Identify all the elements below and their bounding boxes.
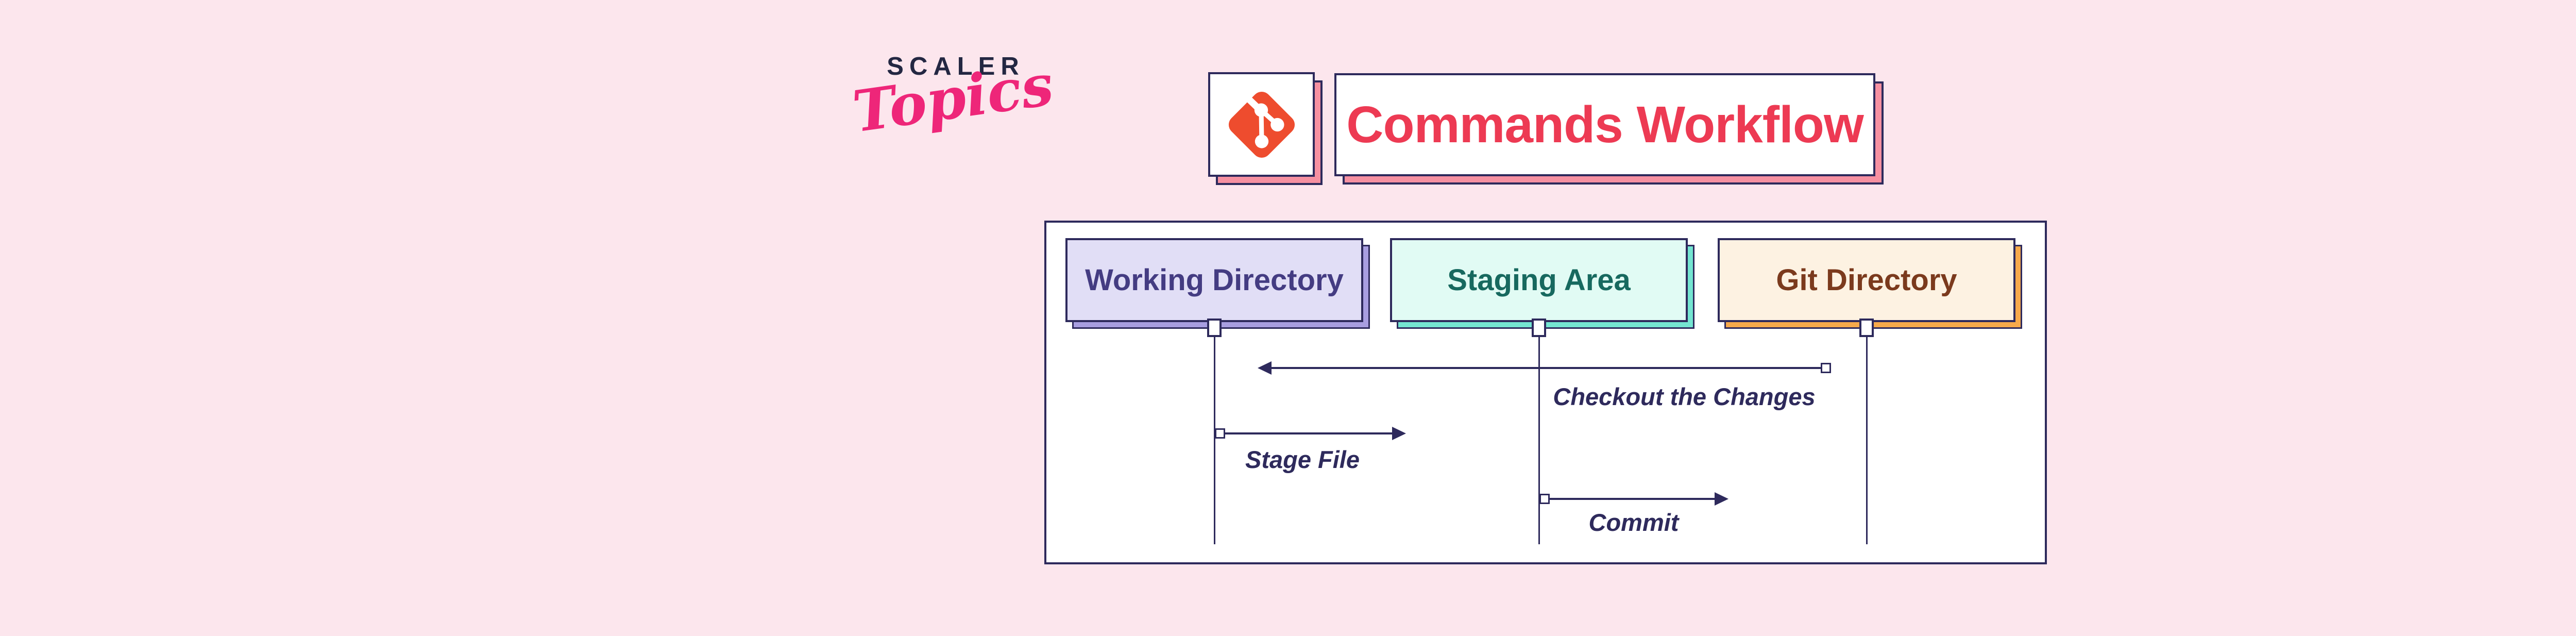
staging-area-box: Staging Area: [1390, 238, 1688, 322]
working-directory-activation-square: [1207, 319, 1222, 337]
commit-message-label: Commit: [1588, 509, 1679, 536]
git-icon: [1228, 91, 1295, 158]
checkout-message-line: [1270, 367, 1821, 369]
commit-message-line: [1550, 498, 1716, 500]
page-title: Commands Workflow: [1346, 95, 1863, 154]
checkout-message-label: Checkout the Changes: [1553, 383, 1816, 410]
checkout-message-origin-square: [1821, 363, 1831, 373]
working-directory-label: Working Directory: [1085, 263, 1344, 297]
git-directory-box: Git Directory: [1718, 238, 2015, 322]
staging-area-activation-square: [1532, 319, 1546, 337]
commit-message-origin-square: [1539, 494, 1550, 504]
title-card: Commands Workflow: [1334, 73, 1875, 176]
stage-file-arrowhead-icon: [1392, 427, 1406, 440]
working-directory-box: Working Directory: [1065, 238, 1363, 322]
staging-area-lifeline: [1538, 330, 1540, 544]
working-directory-lifeline: [1214, 330, 1215, 544]
git-icon-card: [1208, 72, 1315, 177]
stage-file-message-line: [1225, 432, 1393, 434]
git-directory-activation-square: [1859, 319, 1874, 337]
stage-file-message-origin-square: [1215, 428, 1225, 439]
staging-area-label: Staging Area: [1447, 263, 1631, 297]
git-directory-lifeline: [1866, 330, 1868, 544]
commit-arrowhead-icon: [1715, 492, 1728, 506]
checkout-arrowhead-icon: [1258, 361, 1272, 375]
git-directory-label: Git Directory: [1776, 263, 1957, 297]
stage-file-message-label: Stage File: [1245, 446, 1360, 473]
scaler-logo-brand: SCALER: [887, 53, 1025, 80]
